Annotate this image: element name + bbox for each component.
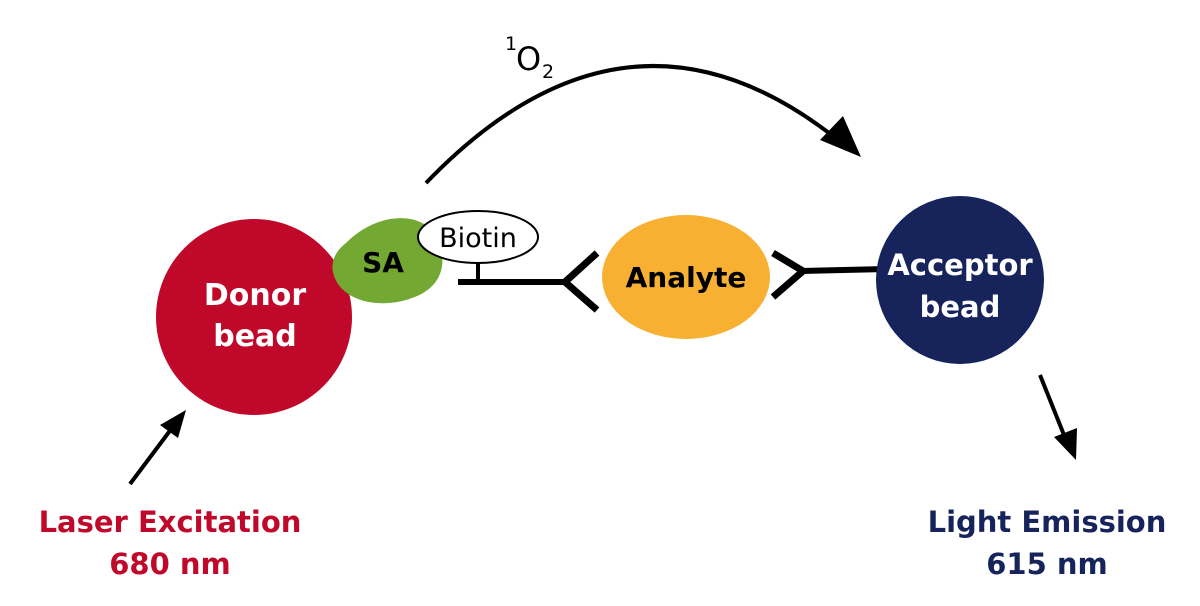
emission-label-line2: 615 nm xyxy=(986,547,1108,581)
analyte-ellipse xyxy=(602,215,770,339)
biotin-ellipse xyxy=(417,210,539,264)
singlet-oxygen-sub: 2 xyxy=(542,61,554,83)
singlet-oxygen-arrowhead xyxy=(820,116,861,157)
singlet-oxygen-base: O xyxy=(516,40,541,78)
donor-bead xyxy=(156,219,352,415)
antibody-right xyxy=(770,249,809,300)
donor-bead-label-line2: bead xyxy=(213,319,297,354)
antibody-left xyxy=(559,250,600,313)
acceptor-bead xyxy=(876,196,1044,364)
singlet-oxygen-arc xyxy=(424,64,840,185)
singlet-oxygen-presup: 1 xyxy=(505,33,517,55)
emission-arrow-shaft xyxy=(1038,374,1068,441)
donor-bead-label-line1: Donor xyxy=(204,278,306,313)
emission-label-line1: Light Emission xyxy=(928,505,1167,539)
emission-arrowhead xyxy=(1054,428,1077,460)
biotin-label: Biotin xyxy=(439,223,517,254)
analyte-label: Analyte xyxy=(626,261,747,294)
singlet-oxygen-label: 1 O 2 xyxy=(505,33,554,83)
acceptor-bead-label-line2: bead xyxy=(920,290,1001,324)
excitation-arrow-shaft xyxy=(128,426,174,486)
excitation-label-line1: Laser Excitation xyxy=(39,505,302,539)
excitation-label-line2: 680 nm xyxy=(109,547,231,581)
streptavidin-label: SA xyxy=(362,246,404,279)
streptavidin-blob xyxy=(332,218,443,304)
acceptor-bead-label-line1: Acceptor xyxy=(887,248,1033,282)
acceptor-linker xyxy=(800,266,887,274)
excitation-arrowhead xyxy=(160,410,186,438)
